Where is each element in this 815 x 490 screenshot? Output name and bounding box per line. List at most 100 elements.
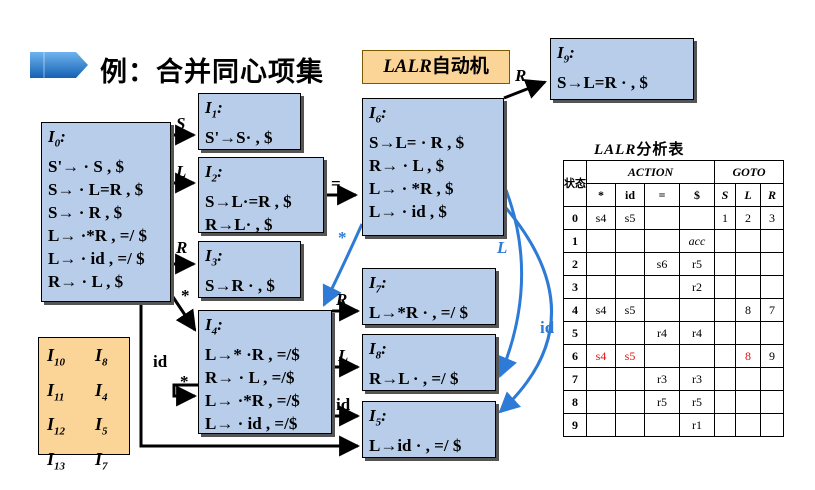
table-cell: s4 — [586, 344, 616, 368]
table-cell — [615, 229, 645, 253]
table-cell — [679, 344, 715, 368]
table-cell: r5 — [679, 252, 715, 276]
edge-label-blue-L: L — [497, 238, 508, 257]
table-cell: 1 — [714, 206, 736, 230]
table-cell — [760, 252, 784, 276]
page-title: 例：合并同心项集 — [100, 57, 324, 88]
title-arrow-icon — [30, 52, 88, 78]
table-cell — [644, 413, 680, 437]
table-cell: 8 — [735, 298, 761, 322]
lalr-automaton-tag: LALR自动机 — [362, 50, 510, 84]
column-header: id — [615, 183, 645, 207]
state-cell: 9 — [563, 413, 587, 437]
table-cell — [679, 206, 715, 230]
table-cell — [615, 321, 645, 345]
item: S→R · , $ — [205, 276, 275, 296]
state-cell: 8 — [563, 390, 587, 414]
table-cell — [586, 229, 616, 253]
table-cell — [586, 321, 616, 345]
item: S→L= · R , $ — [369, 133, 465, 153]
state-cell: 5 — [563, 321, 587, 345]
state-box-I6: I6: S→L= · R , $ R→ · L , $ L→ · *R , $ … — [362, 98, 504, 236]
item: L→ ·*R , =/ $ — [48, 226, 147, 246]
item: L→ · *R , $ — [369, 179, 454, 199]
table-cell — [714, 229, 736, 253]
table-cell: 9 — [760, 344, 784, 368]
table-cell — [644, 229, 680, 253]
table-cell: 2 — [735, 206, 761, 230]
table-cell: acc — [679, 229, 715, 253]
table-cell — [714, 298, 736, 322]
item: L→ · id , =/ $ — [48, 249, 145, 269]
edge-label-star: * — [181, 286, 190, 305]
table-cell: s5 — [615, 206, 645, 230]
item: S→L·=R , $ — [205, 192, 292, 212]
item: L→ ·*R , =/$ — [205, 391, 300, 411]
column-header: = — [644, 183, 680, 207]
column-header: $ — [679, 183, 715, 207]
table-row: 9 r1 — [563, 413, 784, 437]
edge-label-R: R — [176, 238, 188, 257]
table-cell — [679, 298, 715, 322]
table-cell: s5 — [615, 344, 645, 368]
edge-label-id-I5: id — [336, 395, 351, 414]
table-cell: r3 — [644, 367, 680, 391]
item: L→ · id , $ — [369, 202, 447, 222]
table-cell — [760, 275, 784, 299]
table-cell: r3 — [679, 367, 715, 391]
state-cell: 3 — [563, 275, 587, 299]
table-cell — [735, 390, 761, 414]
edge-label-star-loop: * — [180, 372, 189, 391]
table-cell — [714, 413, 736, 437]
state-cell: 2 — [563, 252, 587, 276]
edge-I4-I4-loop — [172, 383, 198, 407]
table-cell — [735, 275, 761, 299]
item: R→L· , $ — [205, 215, 273, 235]
table-cell: 3 — [760, 206, 784, 230]
edge-I6-I9 — [503, 79, 547, 100]
table-cell — [735, 367, 761, 391]
table-cell — [586, 252, 616, 276]
table-cell: s5 — [615, 298, 645, 322]
table-cell — [760, 321, 784, 345]
table-cell — [760, 229, 784, 253]
table-cell — [615, 413, 645, 437]
table-cell: r1 — [679, 413, 715, 437]
table-title: LALR分析表 — [594, 142, 685, 158]
table-cell: r2 — [679, 275, 715, 299]
item: R→ · L , =/$ — [205, 368, 295, 388]
table-cell — [644, 298, 680, 322]
state-box-I7: I7: L→*R · , =/ $ — [362, 268, 496, 325]
edge-I6-I5-blue — [498, 207, 554, 414]
table-cell — [735, 321, 761, 345]
table-cell — [735, 252, 761, 276]
table-cell: r4 — [644, 321, 680, 345]
edge-I6-I4-blue — [322, 223, 364, 307]
table-cell — [714, 344, 736, 368]
state-box-I5: I5: L→id · , =/ $ — [362, 401, 496, 458]
item: L→id · , =/ $ — [369, 436, 462, 456]
item: L→* ·R , =/$ — [205, 345, 300, 365]
edge-label-R-I9: R — [515, 66, 527, 85]
edge-label-blue-star: * — [338, 228, 347, 247]
table-cell — [586, 367, 616, 391]
table-cell: s4 — [586, 206, 616, 230]
state-box-I1: I1: S'→S· , $ — [198, 93, 301, 150]
table-cell — [714, 390, 736, 414]
table-cell — [760, 367, 784, 391]
table-cell — [735, 229, 761, 253]
edge-I0-I5 — [139, 302, 361, 457]
edge-label-S: S — [176, 114, 186, 133]
table-cell — [735, 413, 761, 437]
edge-label-id-loop: id — [153, 352, 168, 371]
